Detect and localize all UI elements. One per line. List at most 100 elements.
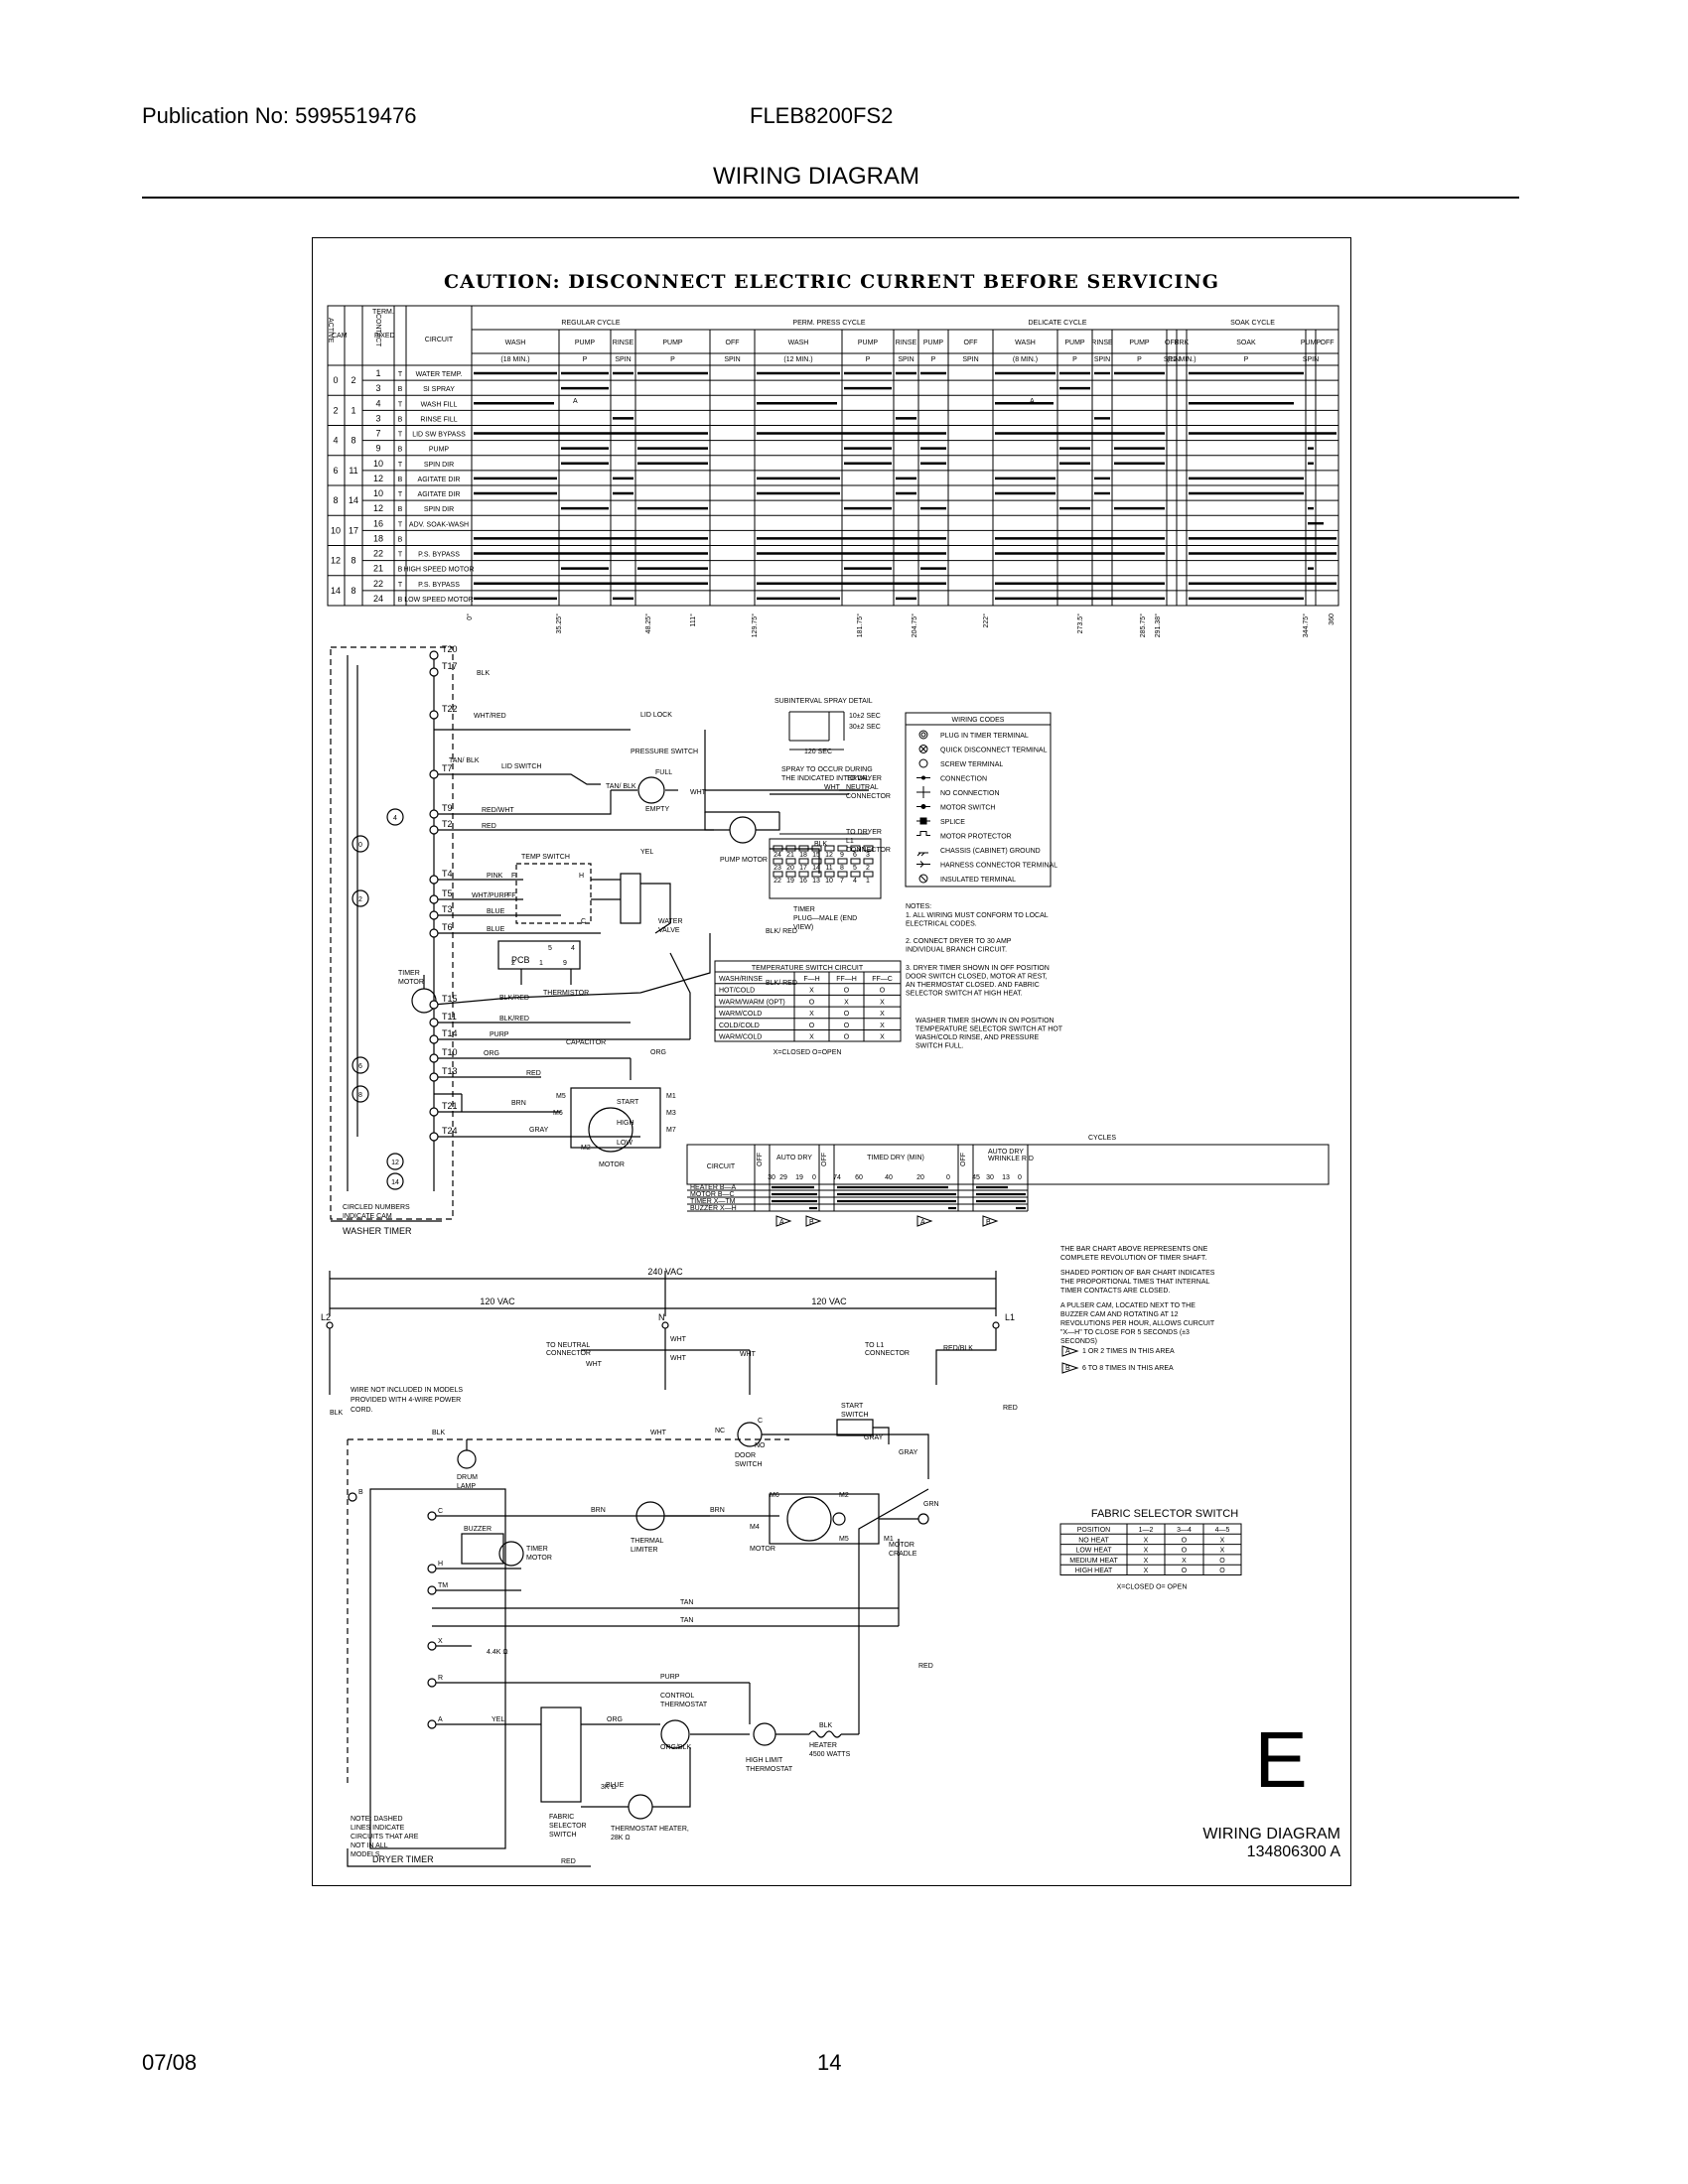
timer-terminal	[429, 1107, 439, 1117]
chart-row-term: 9	[375, 444, 380, 454]
dryer-wire-label: BLK	[330, 1410, 344, 1417]
chart-row-term: 12	[373, 503, 383, 513]
dryer-wire-label: WHT	[740, 1351, 757, 1358]
timer-terminal	[429, 809, 439, 819]
dryer-chart-row: MOTOR B—C	[690, 1191, 735, 1198]
washer-wire-label: GRAY	[529, 1127, 549, 1134]
chart-degree-label: 285.75°	[1139, 614, 1147, 637]
chart-row-active: 11	[349, 466, 357, 476]
washer-terminal-label: T9	[442, 803, 453, 813]
washer-wire-label: ORG	[650, 1049, 666, 1056]
cam-number: 14	[391, 1179, 399, 1186]
chart-degree-label: 111°	[689, 614, 697, 627]
washer-terminal-label: T10	[442, 1047, 458, 1057]
dryer-wire-label: ORG	[607, 1716, 623, 1723]
plug-pin-number: 9	[840, 852, 844, 859]
dryer-timer-terminal-label: H	[438, 1561, 443, 1568]
chart-row-term: 22	[373, 549, 383, 559]
dryer-interval-mark-letter: B	[986, 1219, 991, 1226]
dryer-motor-terminal: M1	[884, 1536, 894, 1543]
chart-phase-label: RINSE	[613, 340, 634, 346]
temp-table-cell: O	[844, 1034, 850, 1041]
wiring-code-symbol	[916, 831, 930, 836]
dryer-wire-label: RED	[1003, 1405, 1018, 1412]
chart-phase-label: PUMP	[923, 340, 944, 346]
pressure-switch-label: PRESSURE SWITCH	[631, 749, 698, 755]
temp-table-cell: O	[809, 999, 815, 1006]
legend-mark-letter: A	[1065, 1348, 1070, 1355]
timer-terminal	[429, 1053, 439, 1063]
plug-pin-number: 4	[853, 878, 857, 885]
washer-wire-label: BLK/RED	[499, 1016, 529, 1023]
temp-table-cell: X	[880, 1011, 885, 1018]
motor-terminal-label: M2	[581, 1145, 591, 1152]
page-title: WIRING DIAGRAM	[713, 163, 919, 190]
door-switch-no: NO	[755, 1442, 766, 1449]
chart-degree-label: 360	[1329, 614, 1336, 625]
dryer-motor-label: MOTOR	[750, 1546, 775, 1553]
pcb-label: PCB	[511, 955, 530, 965]
chart-row-cam: 12	[331, 556, 341, 566]
dryer-timer-terminal-label: B	[358, 1489, 363, 1496]
chart-degree-label: 0°	[466, 614, 474, 620]
dryer-wire-label: WHT	[670, 1355, 687, 1362]
chart-degree-label: 181.75°	[856, 614, 864, 637]
wiring-code-symbol	[916, 775, 930, 780]
diagram-number: 134806300 A	[1247, 1843, 1341, 1860]
dryer-wire-label: GRAY	[864, 1434, 884, 1441]
chart-header-cam: CAM	[332, 333, 348, 340]
wiring-code-symbol	[918, 745, 928, 753]
temp-switch-label: TEMP SWITCH	[521, 854, 570, 861]
plug-pin-number: 10	[825, 878, 833, 885]
pcb-pin-label: 1	[539, 960, 543, 967]
fabric-table-cell: X	[1144, 1568, 1149, 1574]
cam-number: 6	[358, 1063, 362, 1070]
chart-row-cam: 10	[331, 525, 341, 535]
model-number: FLEB8200FS2	[750, 103, 894, 128]
dryer-timer-terminal-label: R	[438, 1675, 443, 1682]
chart-phase-label: PUMP	[575, 340, 596, 346]
voltage-120-right-label: 120 VAC	[811, 1297, 847, 1306]
chart-row-contact: T	[398, 552, 403, 559]
chart-phase-label: RINSE	[896, 340, 917, 346]
temp-table-cell: O	[809, 1023, 815, 1029]
plug-pin-number: 7	[840, 878, 844, 885]
motor-terminal-label: M7	[666, 1127, 676, 1134]
dryer-chart-row: TIMER X—TM	[690, 1198, 736, 1205]
wiring-code-symbol	[916, 861, 930, 868]
dryer-wire-label: WHT	[670, 1336, 687, 1343]
fabric-table-header: 4—5	[1215, 1527, 1230, 1534]
washer-wire-label: WHT	[690, 789, 707, 796]
fabric-table-cell: O	[1182, 1568, 1188, 1574]
chart-row-cam: 8	[333, 495, 338, 505]
washer-motor-label: MOTOR	[599, 1161, 625, 1168]
chart-phase-sub: SPIN	[724, 356, 740, 363]
dryer-tick-label: 0	[946, 1174, 950, 1181]
temp-table-cell: O	[844, 988, 850, 995]
legend-mark-text: 1 OR 2 TIMES IN THIS AREA	[1082, 1348, 1175, 1355]
resistor-44k-label: 4.4K Ω	[487, 1649, 508, 1656]
header-rule	[142, 197, 1519, 199]
door-switch-nc: NC	[715, 1428, 725, 1434]
chart-phase-sub: SPIN	[1164, 356, 1180, 363]
chart-phase-label: OFF	[1165, 340, 1179, 346]
dryer-chart-row: BUZZER X—H	[690, 1205, 737, 1212]
legend-mark	[1061, 1345, 1079, 1357]
subinterval-time-2: 30±2 SEC	[849, 724, 881, 731]
wiring-code-item: QUICK DISCONNECT TERMINAL	[940, 748, 1048, 754]
timer-terminal	[429, 894, 439, 904]
chart-row-contact: T	[398, 371, 403, 378]
wiring-code-item: PLUG IN TIMER TERMINAL	[940, 733, 1029, 740]
chart-row-circuit: WASH FILL	[421, 401, 458, 408]
fabric-table-cell: X	[1220, 1537, 1225, 1544]
fabric-table-header: POSITION	[1077, 1527, 1110, 1534]
temp-table-cell: X	[809, 1034, 814, 1041]
chart-row-contact: B	[398, 536, 403, 543]
